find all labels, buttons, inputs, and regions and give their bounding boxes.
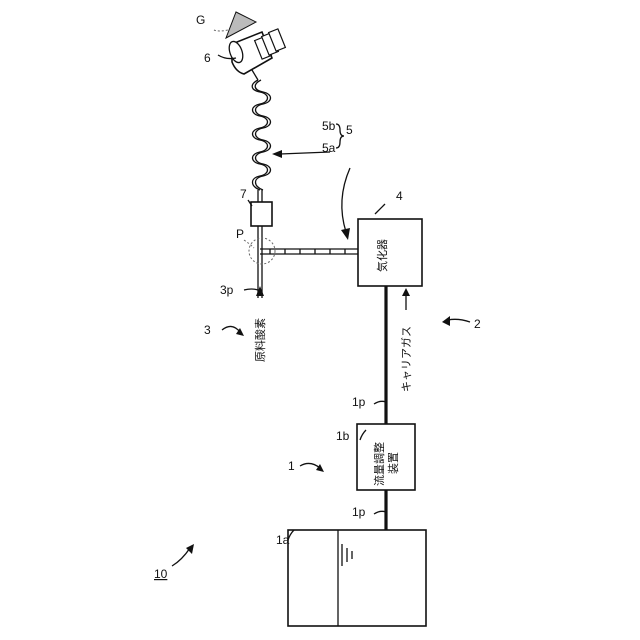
coiled-tube-5b-inner [255,80,270,190]
vaporizer-label: 気化器 [375,239,389,272]
label-1b: 1b [336,429,350,443]
label-10: 10 [154,567,168,581]
burner-6 [227,29,286,74]
leader-1p-bottom [374,511,386,514]
vapor-tube-5a-hatch [270,249,345,254]
arrow-5a-head [341,228,350,240]
flow-device-label-line1: 流量調整 [372,442,386,486]
arrow-10-shaft [172,548,190,566]
label-5: 5 [346,123,353,137]
label-3: 3 [204,323,211,337]
leader-p [244,240,254,248]
flow-device-label-line2: 装置 [387,452,400,474]
label-1p-top: 1p [352,395,366,409]
arrow-5a-shaft [342,168,350,232]
tank-1a [288,530,426,626]
label-1p-bottom: 1p [352,505,366,519]
label-g: G [196,13,205,27]
label-6: 6 [204,51,211,65]
leader-g [214,30,228,31]
brace-5 [336,124,344,148]
oxygen-inflow-arrowhead [256,286,264,296]
label-5b: 5b [322,119,336,133]
label-1a: 1a [276,533,290,547]
arrow-3-shaft [222,326,240,332]
glass-soot-deposit-g [226,12,256,38]
coiled-tube-5b [252,80,267,190]
label-7: 7 [240,187,247,201]
vaporizer-4 [358,219,422,286]
label-4: 4 [396,189,403,203]
label-1: 1 [288,459,295,473]
arrow-1-shaft [300,463,320,468]
arrow-2-head [442,316,450,326]
arrow-2-shaft [448,319,470,322]
tube-to-burner [252,70,258,80]
leader-1p-top [374,401,386,404]
carrier-gas-label: キャリアガス [400,326,413,392]
arrow-5b-head [272,150,282,158]
leader-4 [375,204,385,214]
label-2: 2 [474,317,481,331]
leader-3p [244,289,258,290]
valve-7 [251,202,272,226]
label-3p: 3p [220,283,234,297]
flow-control-device-1b [357,424,415,490]
label-5a: 5a [322,141,336,155]
carrier-gas-arrowhead [402,288,410,296]
raw-oxygen-label: 原料酸素 [253,318,267,362]
arrow-1-head [316,464,324,472]
label-p: P [236,227,244,241]
